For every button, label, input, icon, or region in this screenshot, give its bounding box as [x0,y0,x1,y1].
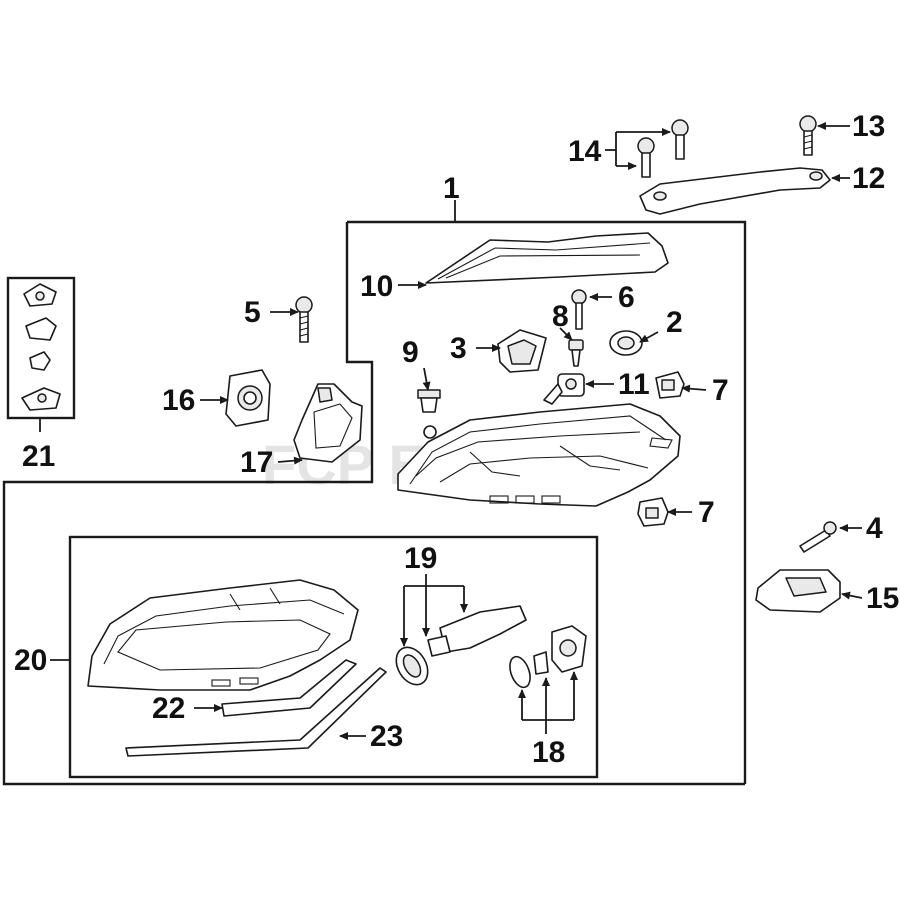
part-21-clip-kit[interactable] [21,283,61,411]
part-20-headlamp-assembly[interactable] [87,579,359,691]
part-11-actuator[interactable] [543,373,585,405]
callout-17: 17 [240,446,273,479]
part-7-clip-lower[interactable] [637,497,669,527]
callout-9: 9 [402,336,419,369]
callout-8: 8 [552,300,569,333]
callout-7-lower: 7 [698,496,715,529]
callout-4: 4 [866,512,883,545]
callout-3: 3 [450,332,467,365]
callout-11: 11 [618,368,650,401]
part-14-bolts[interactable] [637,119,689,178]
part-17-control-unit[interactable] [293,383,363,463]
part-8-clip[interactable] [568,339,584,367]
part-22-trim-strip[interactable] [221,659,357,717]
callout-labels: 1 2 3 4 5 6 7 7 8 9 10 11 12 13 14 15 16… [14,110,899,769]
callout-21: 21 [22,440,55,473]
assembly-frame-20 [68,535,599,779]
part-19-gasket-set[interactable] [390,605,527,690]
callout-18: 18 [532,736,565,769]
part-9-nut[interactable] [417,389,441,413]
part-10-trim-strip[interactable] [425,232,669,284]
callout-7-upper: 7 [712,374,729,407]
callout-16: 16 [162,384,195,417]
callout-20: 20 [14,644,47,677]
assembly-frame-1 [2,220,747,786]
part-6-screw[interactable] [571,289,587,330]
part-5-bolt[interactable] [295,296,313,343]
part-3-bracket[interactable] [497,329,547,373]
callout-1: 1 [443,172,460,205]
part-15-ballast[interactable] [755,569,841,613]
part-4-bolt[interactable] [799,521,837,553]
part-13-bolt[interactable] [799,115,817,156]
callout-10: 10 [360,270,393,303]
part-23-light-guide[interactable] [125,667,387,757]
leader-lines [39,122,863,740]
part-7-clip-upper[interactable] [655,371,685,399]
part-16-module[interactable] [225,369,271,427]
part-18-seal-set[interactable] [506,625,587,690]
part-12-mounting-bracket[interactable] [639,167,831,215]
callout-12: 12 [852,162,885,195]
callout-19: 19 [404,542,437,575]
callout-15: 15 [866,582,899,615]
callout-6: 6 [618,281,635,314]
callout-23: 23 [370,720,403,753]
callout-22: 22 [152,692,185,725]
headlamp-housing [397,403,681,507]
callout-2: 2 [666,306,683,339]
part-2-grommet[interactable] [609,330,643,356]
callout-13: 13 [852,110,885,143]
kit-frame-21 [6,276,76,420]
callout-5: 5 [244,296,261,329]
callout-14: 14 [568,135,602,168]
